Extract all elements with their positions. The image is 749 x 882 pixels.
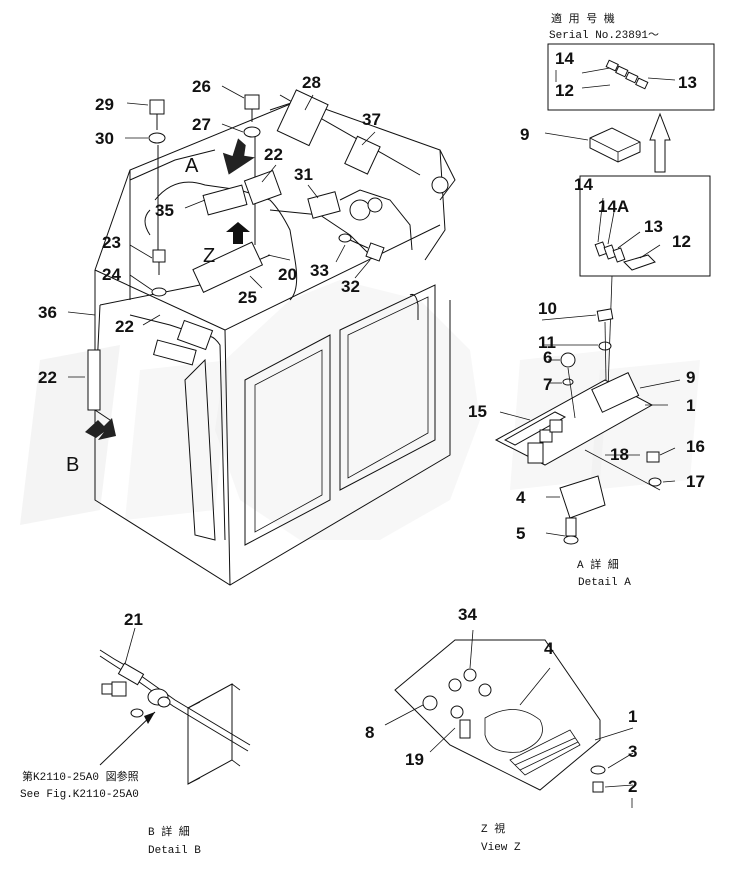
callout-9: 9: [686, 368, 695, 387]
callout-25: 25: [238, 288, 257, 307]
callout-21: 21: [124, 610, 143, 629]
callout-15: 15: [468, 402, 487, 421]
view-z-english: View Z: [481, 842, 521, 854]
callout-31: 31: [294, 165, 313, 184]
callout-10: 10: [538, 299, 557, 318]
serial-box: [547, 43, 715, 111]
callout-1: 1: [686, 396, 695, 415]
cab-frame: [94, 99, 456, 586]
relay-block: [544, 127, 641, 163]
callout-13: 13: [644, 217, 663, 236]
callout-2: 2: [628, 777, 637, 796]
reference-english: See Fig.K2110-25A0: [20, 789, 139, 801]
arrow-outline-up-icon: [649, 112, 671, 173]
serial-japanese: 適 用 号 機: [551, 11, 615, 26]
callout-35: 35: [155, 201, 174, 220]
frame-parts: [87, 89, 449, 411]
callout-24: 24: [102, 265, 121, 284]
detail-b-assembly: [99, 627, 251, 785]
callout-23: 23: [102, 233, 121, 252]
callout-19: 19: [405, 750, 424, 769]
view-z-assembly: [384, 629, 634, 808]
callout-5: 5: [516, 524, 525, 543]
callout-17: 17: [686, 472, 705, 491]
detail-b-japanese: B 詳 細: [148, 824, 190, 839]
detail-b-english: Detail B: [148, 845, 201, 857]
callout-33: 33: [310, 261, 329, 280]
callout-14a: 14A: [598, 197, 629, 216]
callout-7: 7: [543, 375, 552, 394]
callout-9: 9: [520, 125, 529, 144]
callout-26: 26: [192, 77, 211, 96]
leader-lines: [67, 85, 376, 405]
callout-3: 3: [628, 742, 637, 761]
callout-29: 29: [95, 95, 114, 114]
view-label-z: Z: [203, 245, 215, 267]
callout-22: 22: [264, 145, 283, 164]
callout-14: 14: [555, 49, 574, 68]
callout-34: 34: [458, 605, 477, 624]
callout-27: 27: [192, 115, 211, 134]
callout-4: 4: [516, 488, 526, 507]
callout-22: 22: [115, 317, 134, 336]
callout-16: 16: [686, 437, 705, 456]
callout-1: 1: [628, 707, 637, 726]
detail-a-box: [579, 175, 711, 391]
callout-6: 6: [543, 348, 552, 367]
detail-a-english: Detail A: [578, 577, 631, 589]
callout-4: 4: [544, 639, 554, 658]
serial-number: Serial No.23891～: [549, 30, 659, 42]
callout-12: 12: [672, 232, 691, 251]
arrow-down-icon: [222, 138, 255, 175]
callout-numbers: 29 30 26 27 28 37 22 31 35 23 24 36 22 2…: [38, 49, 705, 796]
callout-18: 18: [610, 445, 629, 464]
view-label-a: A: [185, 155, 199, 177]
callout-22: 22: [38, 368, 57, 387]
callout-32: 32: [341, 277, 360, 296]
view-label-b: B: [66, 454, 79, 476]
callout-12: 12: [555, 81, 574, 100]
callout-30: 30: [95, 129, 114, 148]
callout-36: 36: [38, 303, 57, 322]
callout-11: 11: [538, 333, 556, 352]
callout-8: 8: [365, 723, 374, 742]
callout-20: 20: [278, 265, 297, 284]
detail-a-japanese: A 詳 細: [577, 557, 619, 572]
detail-a-assembly: [494, 308, 681, 545]
arrow-diag-icon: [85, 418, 116, 440]
view-z-japanese: Z 視: [481, 821, 505, 836]
arrow-up-icon: [226, 222, 250, 244]
callout-37: 37: [362, 110, 381, 129]
callout-14: 14: [574, 175, 593, 194]
callout-13: 13: [678, 73, 697, 92]
reference-japanese: 第K2110-25A0 図参照: [22, 769, 139, 784]
callout-28: 28: [302, 73, 321, 92]
